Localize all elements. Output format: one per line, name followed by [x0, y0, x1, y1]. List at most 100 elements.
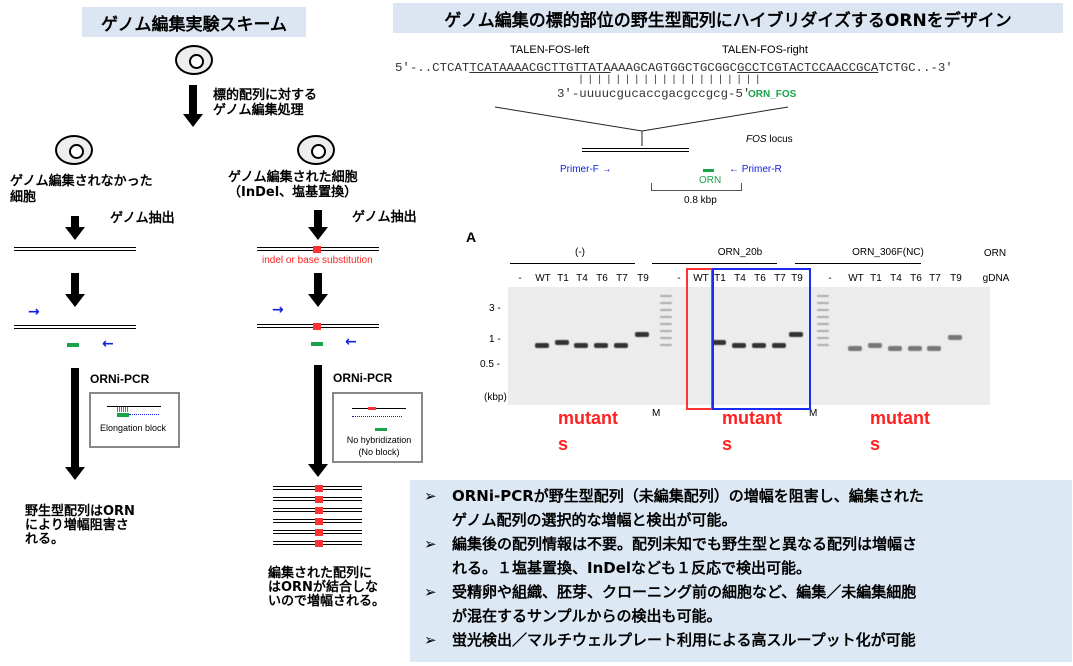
lane-label: T9 — [950, 273, 962, 284]
group-label: (-) — [575, 247, 585, 258]
arrow-down-icon — [65, 368, 85, 480]
fos-locus-label: FOS locus — [746, 134, 793, 145]
orn-row-label: ORN — [983, 248, 1007, 259]
primer-r-label: ← Primer-R — [729, 164, 782, 175]
wt-highlight-box — [686, 268, 713, 410]
edited-cell-label: ゲノム編集された細胞（InDel、塩基置換） — [228, 170, 358, 200]
group-label: ORN_20b — [717, 247, 763, 258]
gel-band — [848, 346, 862, 351]
orn-icon — [311, 342, 323, 346]
lane-label: T4 — [734, 273, 746, 284]
lane-label: T1 — [870, 273, 882, 284]
zoom-lines — [494, 106, 789, 146]
gel-band — [555, 340, 569, 345]
mutant-highlight-box — [712, 268, 811, 410]
marker-band — [660, 344, 672, 346]
gel-band — [868, 343, 882, 348]
lane-label: T7 — [616, 273, 628, 284]
lane-label: T6 — [596, 273, 608, 284]
marker-band — [660, 337, 672, 339]
primer-r-icon: ← — [345, 334, 357, 350]
gel-band — [772, 343, 786, 348]
no-block-label: No hybridization(No block) — [346, 435, 412, 457]
marker-band — [817, 330, 829, 332]
arrow-down-icon — [65, 273, 85, 307]
gel-band — [635, 332, 649, 337]
marker-band — [660, 323, 672, 325]
marker-band — [660, 330, 672, 332]
elongation-block-inset: Elongation block — [89, 392, 180, 448]
lane-label: - — [677, 273, 681, 284]
summary-box: ➢ORNi-PCRが野生型配列（未編集配列）の増幅を阻害し、編集されたゲノム配列… — [410, 480, 1072, 662]
orn-sequence: 3′-uuuucgucaccgacgccgcg-5′ — [557, 87, 751, 101]
extract-label: ゲノム抽出 — [110, 211, 175, 226]
bullet-item: ➢ORNi-PCRが野生型配列（未編集配列）の増幅を阻害し、編集されたゲノム配列… — [424, 487, 924, 529]
lane-label: WT — [535, 273, 551, 284]
arrow-down-icon — [308, 365, 328, 477]
primer-f-icon: → — [28, 304, 40, 320]
bullet-item: ➢受精卵や組織、胚芽、クローニング前の細胞など、編集／未編集細胞が混在するサンプ… — [424, 583, 917, 625]
unedited-cell-label: ゲノム編集されなかった細胞 — [10, 174, 153, 205]
target-sequence: 5′-..CTCATTCATAAAACGCTTGTTATAAAAGCAGTGGC… — [395, 61, 953, 75]
lane-label: T9 — [791, 273, 803, 284]
base-pairing: |||||||||||||||||||| — [578, 75, 765, 86]
elongation-block-label: Elongation block — [100, 423, 167, 433]
orn-label: ORN — [699, 175, 722, 186]
lane-label: - — [518, 273, 522, 284]
bullet-item: ➢蛍光検出／マルチウェルプレート利用による高スループット化が可能 — [424, 631, 916, 649]
dna-edited — [257, 246, 379, 253]
size-bracket — [651, 183, 742, 191]
gel-band — [888, 346, 902, 351]
no-block-inset: No hybridization(No block) — [332, 392, 423, 463]
marker-band — [660, 295, 672, 297]
marker-band — [660, 302, 672, 304]
lane-label: WT — [848, 273, 864, 284]
orni-pcr-label: ORNi-PCR — [333, 371, 393, 385]
gel-band — [789, 332, 803, 337]
extract-label: ゲノム抽出 — [352, 210, 417, 225]
marker-band — [817, 316, 829, 318]
orn-icon — [703, 169, 714, 172]
arrow-down-icon — [308, 273, 328, 307]
y-tick: 3 - — [489, 303, 501, 314]
marker-band — [660, 309, 672, 311]
edited-cell-icon — [297, 135, 335, 165]
marker-label: M — [652, 408, 661, 419]
size-label: 0.8 kbp — [684, 195, 717, 206]
dna-edited — [257, 323, 379, 330]
scheme-title: ゲノム編集実験スキーム — [82, 7, 306, 37]
arrow-down-icon — [308, 210, 328, 240]
lane-label: - — [828, 273, 832, 284]
orni-pcr-label: ORNi-PCR — [90, 372, 150, 386]
lane-label: T1 — [714, 273, 726, 284]
unedited-cell-icon — [55, 135, 93, 165]
y-tick: (kbp) — [484, 392, 507, 403]
panel-label: A — [466, 229, 477, 245]
lane-label: WT — [693, 273, 709, 284]
gel-band — [752, 343, 766, 348]
design-title: ゲノム編集の標的部位の野生型配列にハイブリダイズするORNをデザイン — [393, 3, 1063, 33]
gel-band — [574, 343, 588, 348]
talen-left-label: TALEN-FOS-left — [510, 44, 590, 56]
y-tick: 0.5 - — [480, 359, 501, 370]
group-label: ORN_306F(NC) — [852, 247, 924, 258]
marker-band — [817, 309, 829, 311]
marker-band — [660, 316, 672, 318]
lane-label: T6 — [910, 273, 922, 284]
lane-label: T9 — [637, 273, 649, 284]
lane-label: T7 — [929, 273, 941, 284]
dna-wildtype — [14, 325, 136, 329]
cell-icon — [175, 45, 213, 75]
primer-r-icon: ← — [102, 336, 114, 352]
marker-band — [817, 295, 829, 297]
marker-band — [817, 344, 829, 346]
gel-band — [732, 343, 746, 348]
gel-band — [594, 343, 608, 348]
gel-band — [535, 343, 549, 348]
right-result-text: 編集された配列にはORNが結合しないので増幅される。 — [268, 566, 386, 609]
gel-band — [712, 340, 726, 345]
marker-band — [817, 323, 829, 325]
arrow-down-icon — [65, 216, 85, 240]
